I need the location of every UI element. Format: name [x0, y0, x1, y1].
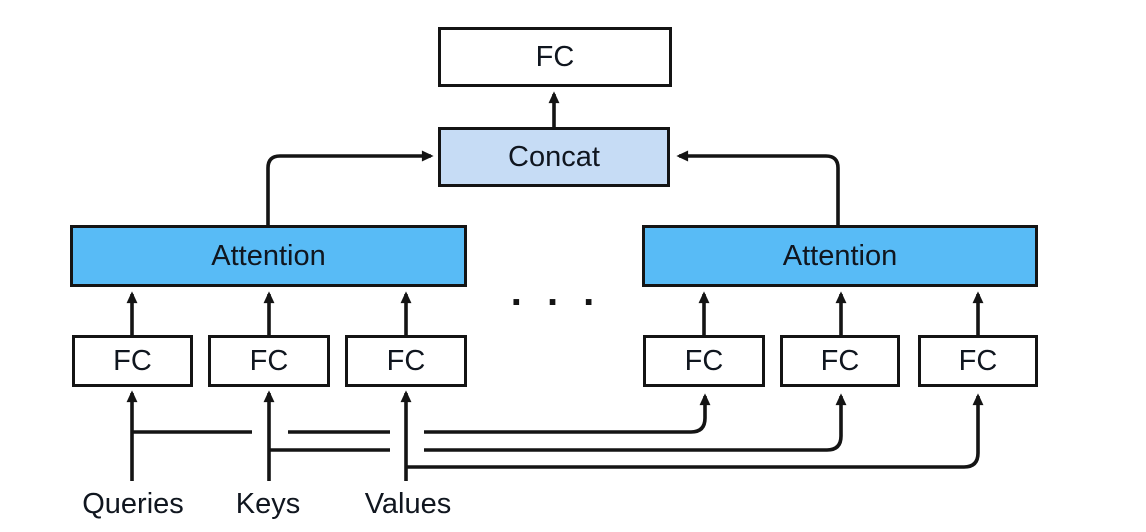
node-fc-left-3: FC — [345, 335, 467, 387]
node-output-fc-label: FC — [535, 40, 575, 73]
node-attention-left-label: Attention — [211, 239, 326, 272]
node-fc-label: FC — [820, 344, 860, 377]
node-fc-right-1: FC — [643, 335, 765, 387]
node-concat: Concat — [438, 127, 670, 187]
arrow-queries-branch — [424, 393, 711, 434]
node-fc-label: FC — [249, 344, 289, 377]
node-fc-label: FC — [958, 344, 998, 377]
input-label-values: Values — [364, 488, 452, 520]
node-attention-right: Attention — [642, 225, 1038, 287]
ellipsis-more-heads: . . . — [510, 270, 602, 314]
node-attention-left: Attention — [70, 225, 467, 287]
node-output-fc: FC — [438, 27, 672, 87]
node-concat-label: Concat — [508, 140, 600, 173]
input-label-keys: Keys — [235, 488, 301, 520]
arrow-attention-right-to-concat — [676, 150, 840, 226]
node-fc-label: FC — [684, 344, 724, 377]
arrow-keys-branch — [424, 393, 847, 452]
node-fc-left-2: FC — [208, 335, 330, 387]
node-fc-left-1: FC — [72, 335, 193, 387]
node-fc-right-3: FC — [918, 335, 1038, 387]
arrow-values-branch — [406, 393, 984, 469]
node-fc-label: FC — [113, 344, 152, 377]
node-fc-label: FC — [386, 344, 426, 377]
arrow-attention-left-to-concat — [266, 150, 434, 226]
node-fc-right-2: FC — [780, 335, 900, 387]
node-attention-right-label: Attention — [782, 239, 898, 272]
input-label-queries: Queries — [82, 488, 184, 520]
